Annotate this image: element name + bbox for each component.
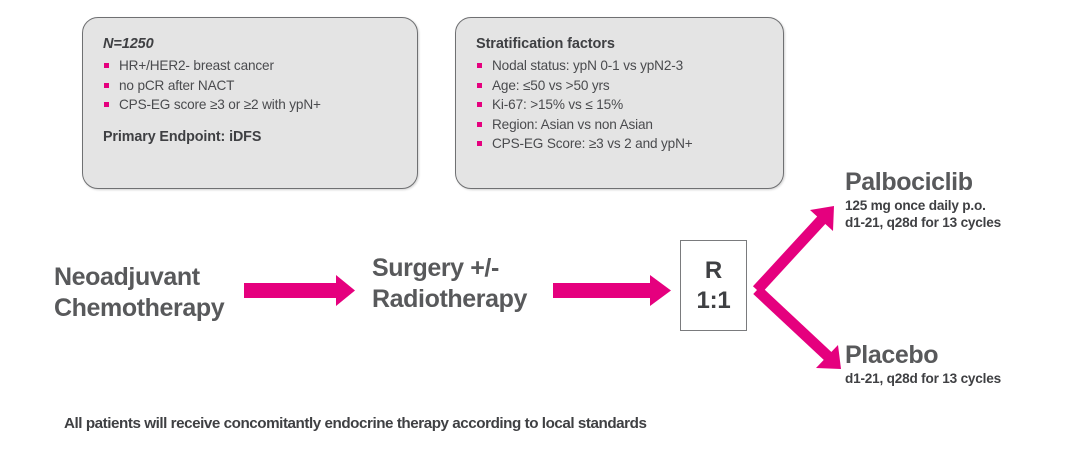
- list-item-label: CPS-EG Score: ≥3 vs 2 and ypN+: [492, 136, 693, 152]
- endocrine-therapy-note: All patients will receive concomitantly …: [64, 415, 647, 432]
- list-item: Ki-67: >15% vs ≤ 15%: [476, 95, 773, 115]
- list-item-label: Age: ≤50 vs >50 yrs: [492, 77, 610, 93]
- list-item: Nodal status: ypN 0-1 vs ypN2-3: [476, 56, 773, 76]
- list-item-label: Ki-67: >15% vs ≤ 15%: [492, 97, 624, 113]
- randomization-ratio: 1:1: [696, 286, 731, 314]
- square-bullet-icon: [104, 82, 109, 88]
- list-item-label: HR+/HER2- breast cancer: [119, 58, 274, 74]
- square-bullet-icon: [477, 63, 482, 69]
- list-item: HR+/HER2- breast cancer: [103, 56, 407, 76]
- square-bullet-icon: [104, 63, 109, 69]
- primary-endpoint-label: Primary Endpoint: iDFS: [103, 128, 262, 145]
- stage-neoadjuvant-chemotherapy: Neoadjuvant Chemotherapy: [54, 263, 225, 322]
- arrow-randomization-to-placebo: [753, 285, 841, 369]
- stratification-factors-list: Nodal status: ypN 0-1 vs ypN2-3 Age: ≤50…: [476, 56, 773, 154]
- stage-surgery-radiotherapy: Surgery +/- Radiotherapy: [372, 254, 527, 313]
- stratification-box-content: Stratification factors Nodal status: ypN…: [476, 35, 773, 154]
- list-item: Region: Asian vs non Asian: [476, 115, 773, 135]
- list-item-label: CPS-EG score ≥3 or ≥2 with ypN+: [119, 97, 321, 113]
- arm-dose-palbociclib: 125 mg once daily p.o.: [845, 198, 986, 213]
- list-item: no pCR after NACT: [103, 76, 407, 96]
- list-item-label: no pCR after NACT: [119, 77, 235, 93]
- arm-schedule-palbociclib: d1-21, q28d for 13 cycles: [845, 215, 1001, 230]
- list-item-label: Nodal status: ypN 0-1 vs ypN2-3: [492, 58, 684, 74]
- list-item: CPS-EG score ≥3 or ≥2 with ypN+: [103, 95, 407, 115]
- enrollment-box-content: N=1250 HR+/HER2- breast cancer no pCR af…: [103, 35, 407, 145]
- treatment-arm-placebo: Placebo d1-21, q28d for 13 cycles: [845, 341, 1001, 387]
- list-item: Age: ≤50 vs >50 yrs: [476, 76, 773, 96]
- stratification-title: Stratification factors: [476, 36, 615, 52]
- enrollment-criteria-box: N=1250 HR+/HER2- breast cancer no pCR af…: [82, 17, 418, 189]
- arrow-randomization-to-palbociclib: [752, 206, 834, 294]
- randomization-box: R 1:1: [680, 240, 747, 331]
- list-item-label: Region: Asian vs non Asian: [492, 116, 653, 132]
- square-bullet-icon: [477, 82, 482, 88]
- arrow-surgery-to-randomization: [553, 275, 671, 306]
- arm-title-placebo: Placebo: [845, 341, 939, 369]
- enrollment-criteria-list: HR+/HER2- breast cancer no pCR after NAC…: [103, 56, 407, 115]
- square-bullet-icon: [104, 102, 109, 108]
- arrow-chemo-to-surgery: [244, 275, 355, 306]
- square-bullet-icon: [477, 121, 482, 127]
- stratification-factors-box: Stratification factors Nodal status: ypN…: [455, 17, 784, 189]
- arm-title-palbociclib: Palbociclib: [845, 168, 973, 196]
- enrollment-sample-size: N=1250: [103, 36, 154, 52]
- treatment-arm-palbociclib: Palbociclib 125 mg once daily p.o. d1-21…: [845, 168, 1001, 231]
- square-bullet-icon: [477, 141, 482, 147]
- arm-schedule-placebo: d1-21, q28d for 13 cycles: [845, 371, 1001, 386]
- randomization-letter: R: [704, 256, 723, 284]
- list-item: CPS-EG Score: ≥3 vs 2 and ypN+: [476, 134, 773, 154]
- square-bullet-icon: [477, 102, 482, 108]
